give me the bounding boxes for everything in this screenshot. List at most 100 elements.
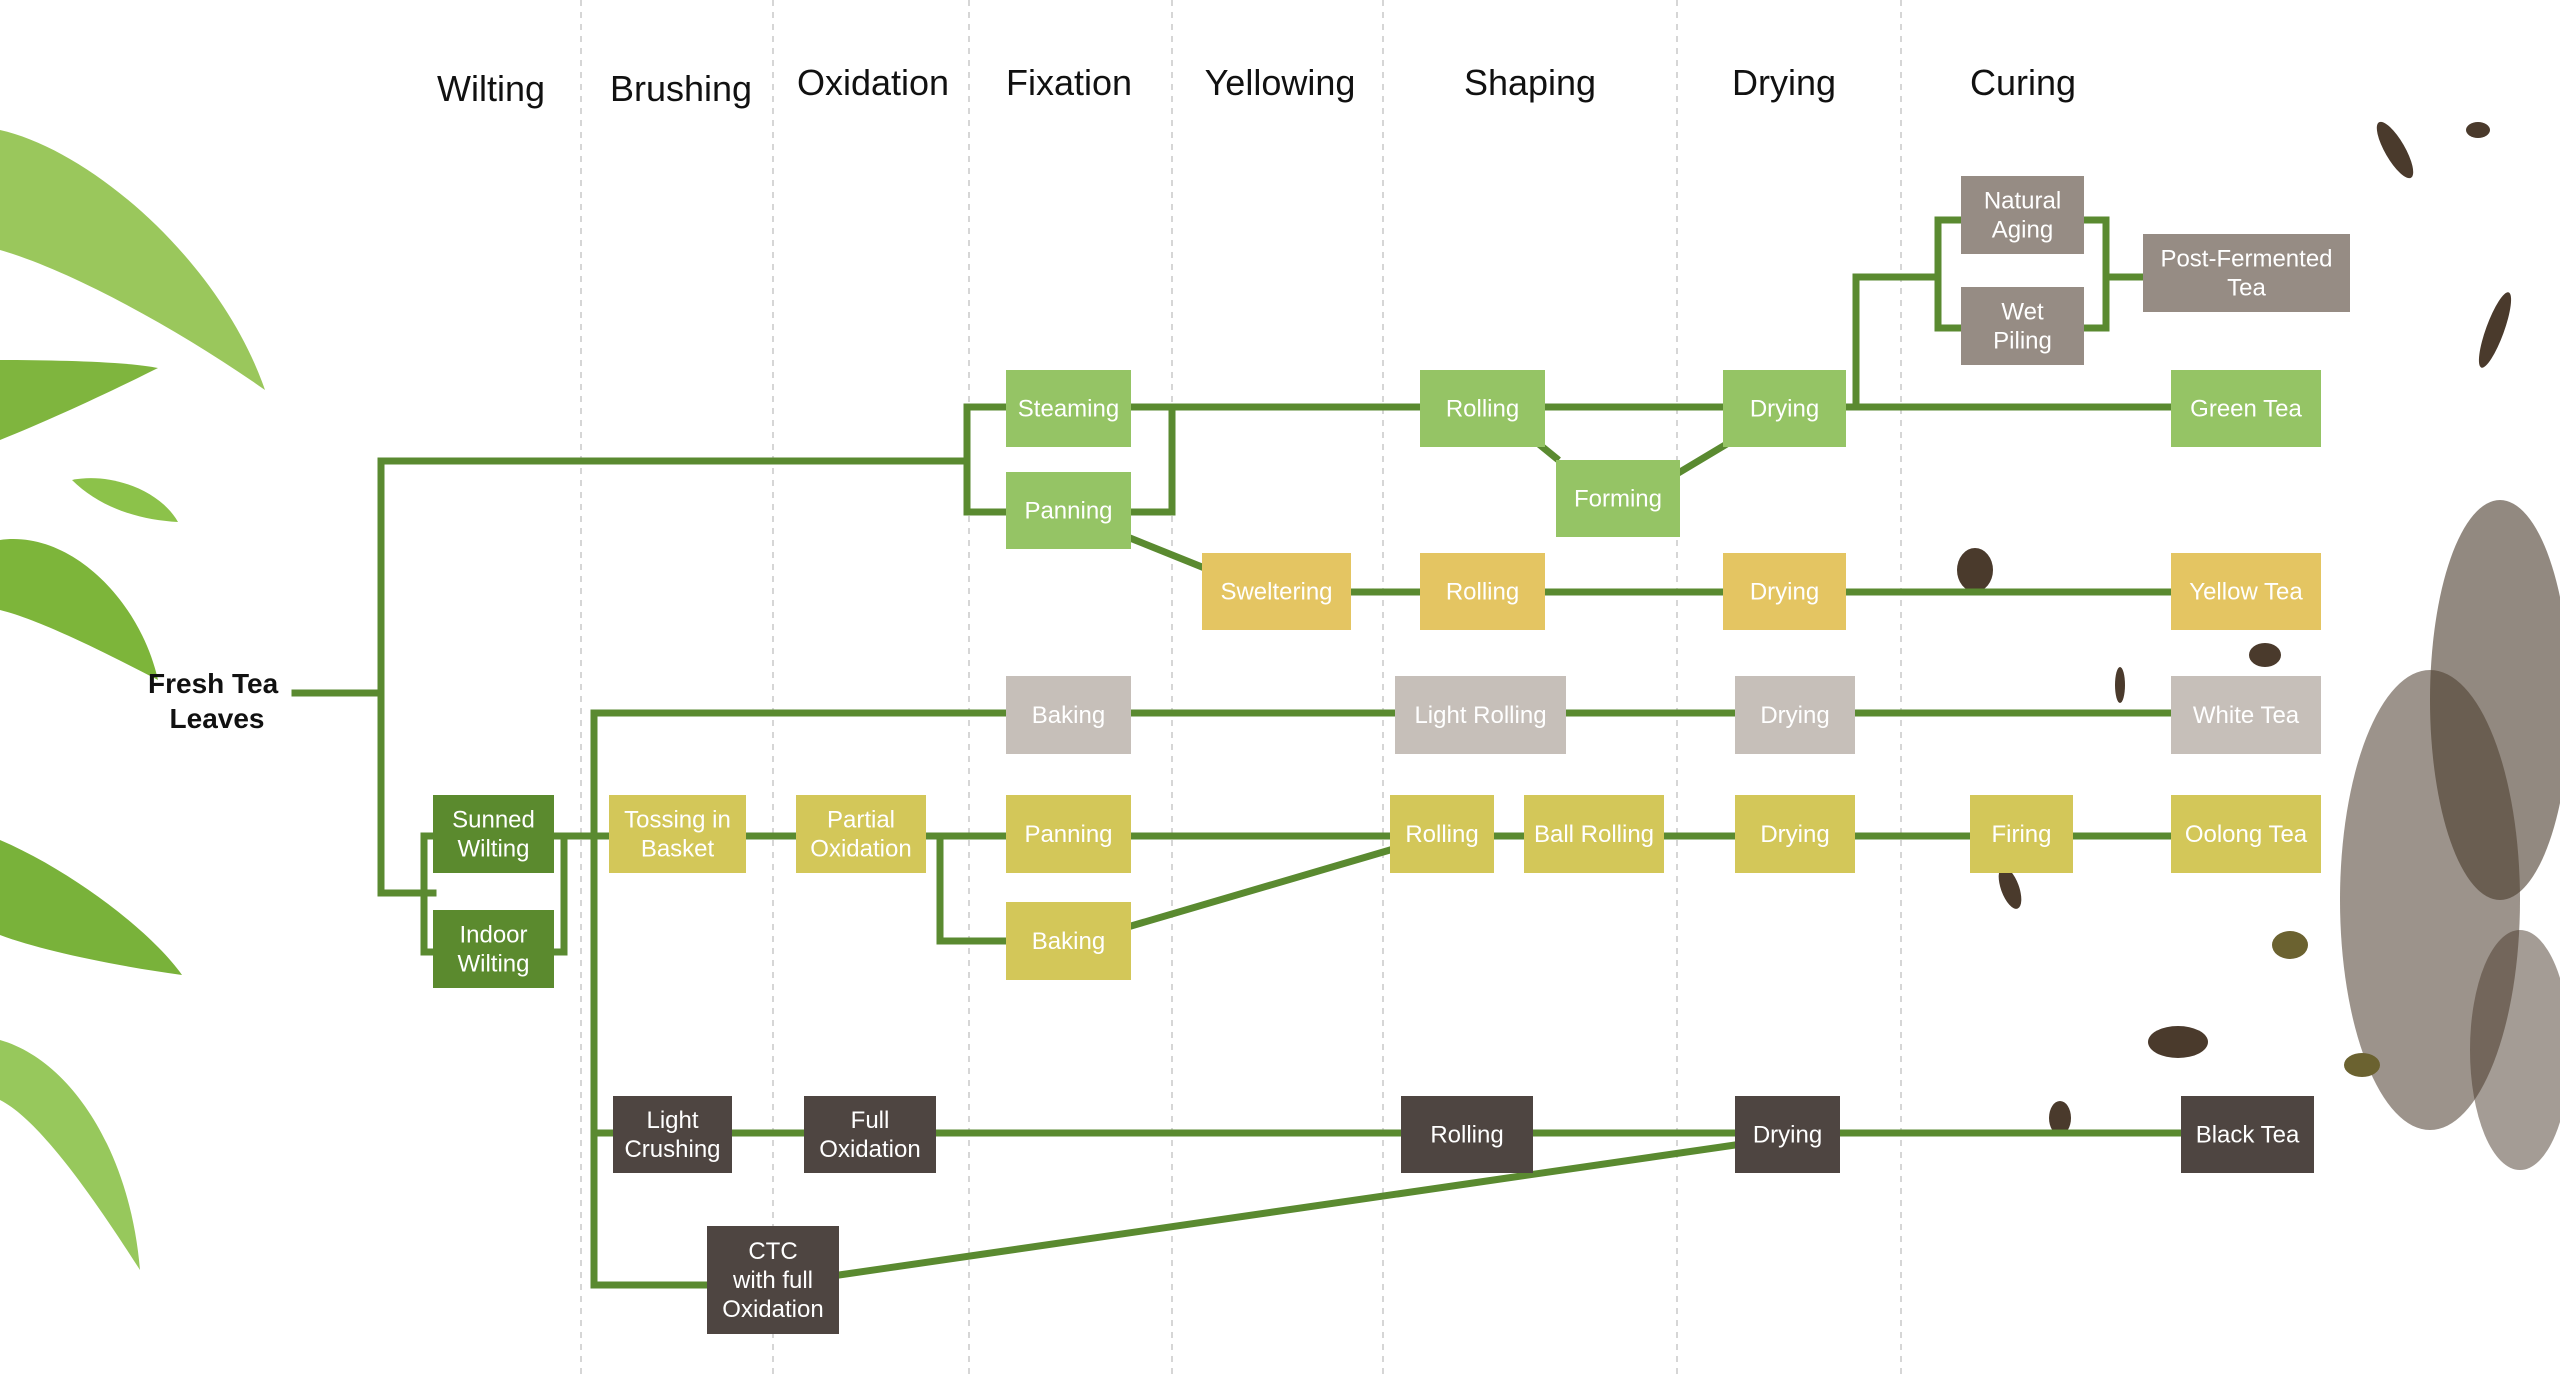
process-box-label-line: Indoor	[459, 922, 527, 949]
process-box-label: Forming	[1574, 486, 1662, 513]
process-box-label-line: Panning	[1024, 498, 1112, 525]
process-box-sweltering: Sweltering	[1202, 553, 1351, 630]
process-box-background	[1735, 1096, 1840, 1173]
process-box-label: Oolong Tea	[2185, 821, 2308, 848]
process-box-background	[1723, 553, 1846, 630]
process-box-label: Drying	[1760, 821, 1829, 848]
process-box-label-line: White Tea	[2193, 702, 2300, 729]
process-box-label-line: Rolling	[1446, 579, 1519, 606]
process-box-label: Panning	[1024, 498, 1112, 525]
process-box-label-line: Sweltering	[1220, 579, 1332, 606]
process-box-background	[2181, 1096, 2314, 1173]
process-box-label-line: Wilting	[457, 836, 529, 863]
process-box-label: Steaming	[1018, 396, 1119, 423]
stage-header-drying: Drying	[1732, 62, 1836, 103]
process-box-label-line: Drying	[1750, 396, 1819, 423]
process-box-label-line: Black Tea	[2196, 1122, 2300, 1149]
process-box-label: Drying	[1760, 702, 1829, 729]
stage-header-brushing: Brushing	[610, 68, 752, 109]
dried-leaf-icon	[2148, 1026, 2208, 1058]
process-box-label-line: Aging	[1992, 217, 2053, 244]
process-box-label: Green Tea	[2190, 396, 2302, 423]
process-box-label-line: Light	[646, 1107, 698, 1134]
process-box-background	[1735, 676, 1855, 754]
process-box-panning-green: Panning	[1006, 472, 1131, 549]
dried-leaf-icon	[2115, 667, 2125, 703]
process-box-label-line: Baking	[1032, 928, 1105, 955]
process-box-label-line: Post-Fermented	[2160, 246, 2332, 273]
leaf-icon	[0, 539, 158, 680]
process-box-background	[2171, 676, 2321, 754]
process-box-label-line: Oxidation	[722, 1296, 823, 1323]
connector	[590, 709, 1010, 1289]
process-box-label-line: Full	[851, 1107, 890, 1134]
process-box-label: Rolling	[1405, 821, 1478, 848]
process-box-yellow-tea: Yellow Tea	[2171, 553, 2321, 630]
process-box-label: Sweltering	[1220, 579, 1332, 606]
process-box-label-line: Oolong Tea	[2185, 821, 2308, 848]
process-box-label-line: Piling	[1993, 328, 2052, 355]
process-box-label: Yellow Tea	[2189, 579, 2303, 606]
process-box-background	[1401, 1096, 1533, 1173]
process-box-background	[1735, 795, 1855, 873]
process-box-label: White Tea	[2193, 702, 2300, 729]
process-box-label-line: Steaming	[1018, 396, 1119, 423]
process-box-label-line: Tossing in	[624, 807, 731, 834]
process-box-label-line: Green Tea	[2190, 396, 2302, 423]
process-box-baking-white: Baking	[1006, 676, 1131, 754]
process-box-label-line: Crushing	[624, 1136, 720, 1163]
process-box-background	[1420, 370, 1545, 447]
process-box-background	[1524, 795, 1664, 873]
process-box-green-tea: Green Tea	[2171, 370, 2321, 447]
process-box-background	[1395, 676, 1566, 754]
process-box-label-line: Baking	[1032, 702, 1105, 729]
leaf-icon	[72, 478, 178, 522]
stage-header-curing: Curing	[1970, 62, 2076, 103]
process-box-drying-oolong: Drying	[1735, 795, 1855, 873]
process-box-forming: Forming	[1556, 460, 1680, 537]
process-box-label-line: Natural	[1984, 188, 2061, 215]
process-box-label: Drying	[1750, 579, 1819, 606]
connector	[728, 1129, 2185, 1279]
connector	[291, 457, 971, 897]
process-box-label: Baking	[1032, 702, 1105, 729]
dried-leaf-icon	[2478, 292, 2512, 368]
process-box-label-line: Drying	[1760, 702, 1829, 729]
process-box-label: Baking	[1032, 928, 1105, 955]
process-box-label-line: Forming	[1574, 486, 1662, 513]
process-box-white-tea: White Tea	[2171, 676, 2321, 754]
dried-leaf-icon	[2470, 930, 2560, 1170]
dried-leaf-icon	[1998, 867, 2022, 909]
dried-leaf-icon	[2049, 1101, 2071, 1135]
process-box-label-line: Drying	[1753, 1122, 1822, 1149]
stage-headers: Wilting Brushing Oxidation Fixation Yell…	[437, 62, 2076, 109]
process-box-firing: Firing	[1970, 795, 2073, 873]
process-box-background	[1006, 676, 1131, 754]
process-box-background	[1961, 176, 2084, 254]
process-box-background	[613, 1096, 732, 1173]
process-box-label: Rolling	[1446, 396, 1519, 423]
process-box-label-line: Light Rolling	[1414, 702, 1546, 729]
process-box-background	[1006, 902, 1131, 980]
process-box-label-line: Yellow Tea	[2189, 579, 2303, 606]
process-box-label-line: Rolling	[1446, 396, 1519, 423]
process-box-label-line: Oxidation	[810, 836, 911, 863]
process-box-label-line: Oxidation	[819, 1136, 920, 1163]
connector	[742, 832, 2175, 945]
process-box-label-line: Drying	[1750, 579, 1819, 606]
process-box-label-line: Sunned	[452, 807, 535, 834]
process-box-background	[707, 1226, 839, 1334]
process-box-label: Rolling	[1430, 1122, 1503, 1149]
dried-leaf-icon	[1957, 548, 1993, 592]
process-box-background	[1556, 460, 1680, 537]
